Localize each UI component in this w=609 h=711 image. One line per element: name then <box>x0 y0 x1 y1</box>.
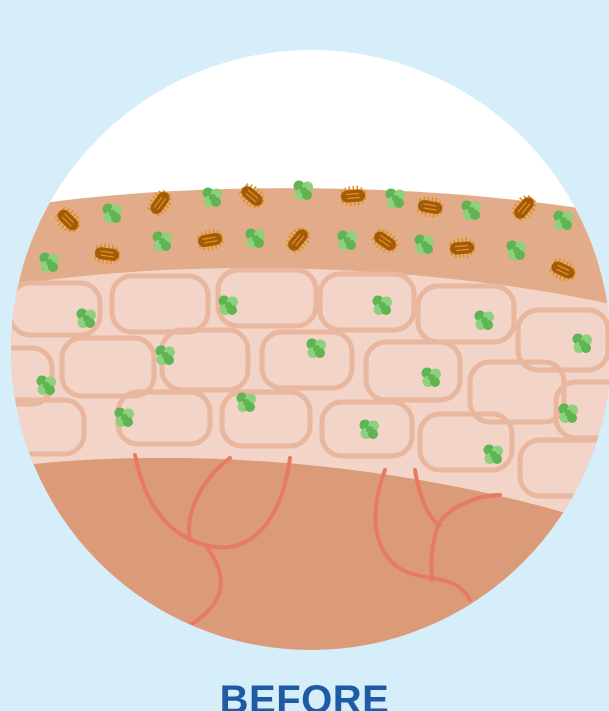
good-microbe-icon <box>559 404 579 424</box>
good-microbe-icon <box>115 408 135 428</box>
good-microbe-icon <box>40 253 60 273</box>
good-microbe-icon <box>373 296 393 316</box>
good-microbe-icon <box>338 231 358 251</box>
good-microbe-icon <box>360 420 380 440</box>
good-microbe-icon <box>415 235 435 255</box>
good-microbe-icon <box>386 189 406 209</box>
good-microbe-icon <box>103 204 123 224</box>
good-microbe-icon <box>219 296 239 316</box>
good-microbe-icon <box>153 232 173 252</box>
caption-before: BEFORE <box>0 676 609 711</box>
good-microbe-icon <box>573 334 593 354</box>
good-microbe-icon <box>294 181 314 201</box>
good-microbe-icon <box>475 311 495 331</box>
good-microbe-icon <box>203 188 223 208</box>
good-microbe-icon <box>237 393 257 413</box>
good-microbe-icon <box>422 368 442 388</box>
good-microbe-icon <box>77 309 97 329</box>
good-microbe-icon <box>307 339 327 359</box>
good-microbe-icon <box>37 376 57 396</box>
good-microbe-icon <box>462 201 482 221</box>
good-microbe-icon <box>554 211 574 231</box>
good-microbe-icon <box>246 229 266 249</box>
good-microbe-icon <box>507 241 527 261</box>
good-microbe-icon <box>484 445 504 465</box>
good-microbe-icon <box>156 346 176 366</box>
